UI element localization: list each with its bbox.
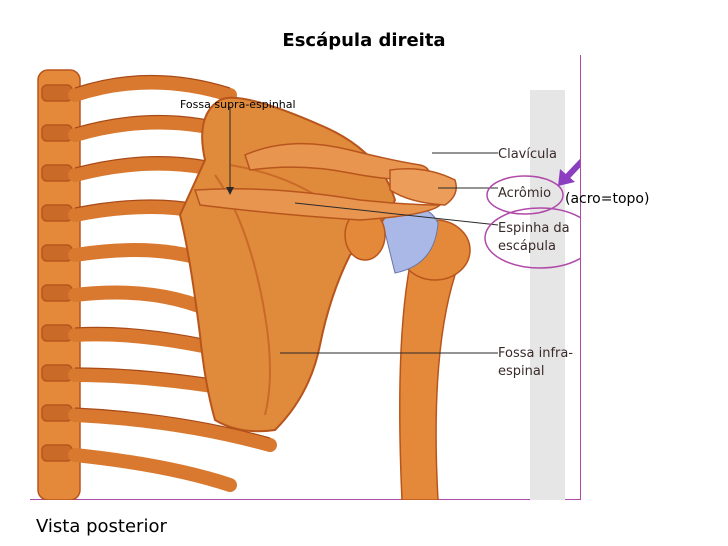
frame-vertical-line bbox=[580, 55, 581, 500]
fossa-infra-label-line1: Fossa infra- bbox=[498, 346, 574, 361]
acromio-label: Acrômio bbox=[498, 186, 552, 201]
acro-note-label: (acro=topo) bbox=[565, 191, 650, 207]
view-label: Vista posterior bbox=[36, 516, 167, 537]
down-left-arrow-icon bbox=[558, 158, 580, 186]
acromion bbox=[389, 168, 457, 206]
espinha-label: Espinha da escápula bbox=[498, 220, 570, 256]
espinha-label-line2: escápula bbox=[498, 239, 556, 254]
fossa-supra-label: Fossa supra-espinhal bbox=[180, 98, 296, 111]
scapula bbox=[178, 96, 397, 433]
espinha-label-line1: Espinha da bbox=[498, 221, 570, 236]
clavicula-label: Clavícula bbox=[498, 147, 557, 162]
diagram-title: Escápula direita bbox=[282, 30, 446, 51]
frame-horizontal-line bbox=[30, 499, 581, 500]
fossa-infra-label: Fossa infra- espinal bbox=[498, 345, 573, 381]
fossa-infra-label-line2: espinal bbox=[498, 364, 545, 379]
shoulder-illustration bbox=[37, 69, 580, 500]
